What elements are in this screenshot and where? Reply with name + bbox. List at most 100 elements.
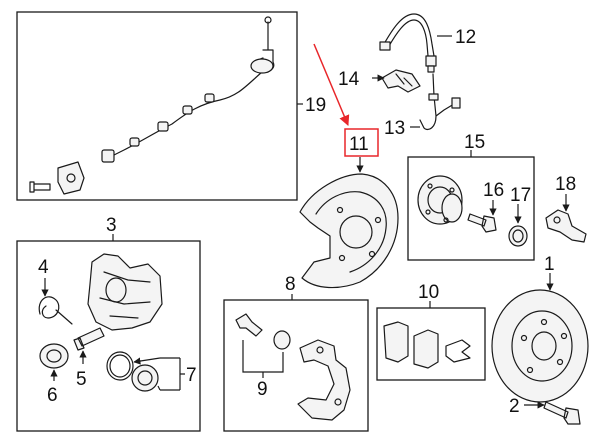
hub-stud-2 [425, 209, 431, 215]
speed-sensor-body [545, 209, 587, 243]
piston-boot-6 [39, 343, 69, 369]
hose-bracket-fold [395, 73, 413, 87]
group-3-caliper: 3 4 6 5 7 [16, 215, 201, 432]
piston-seal-7 [106, 351, 134, 381]
part-2-rotor-screw: 2 [509, 396, 581, 425]
part-14-hose-bracket: 14 [338, 69, 421, 93]
callout-19: 19 [305, 95, 326, 116]
rotor-stud-hole-2 [560, 332, 568, 340]
dust-shield-plate [299, 173, 399, 289]
callout-1: 1 [544, 254, 555, 275]
brake-line [419, 73, 455, 131]
rotor-disc [491, 289, 589, 403]
rotor-stud-hole-5 [520, 334, 528, 342]
harness-end-plug [101, 149, 115, 163]
hub-bolt-16 [467, 213, 497, 233]
harness-grommet [250, 58, 274, 74]
callout-5: 5 [76, 369, 87, 390]
part-12-brake-hose: 12 [379, 13, 476, 73]
dust-shield-hole-1 [336, 206, 344, 214]
abs-sensor-hole [66, 173, 76, 183]
rotor-screw [543, 401, 581, 425]
hub-bearing-body [441, 193, 463, 223]
part-18-wheel-speed-sensor: 18 [545, 174, 587, 243]
support-bracket-hole-1 [334, 398, 342, 406]
guide-pin-boot-9b [273, 330, 291, 350]
callout-9: 9 [257, 379, 268, 400]
callout-7: 7 [186, 365, 197, 386]
rotor-stud-hole-4 [526, 366, 534, 374]
callout-10: 10 [418, 282, 439, 303]
callout-4: 4 [38, 257, 49, 278]
callout-3: 3 [106, 215, 117, 236]
brake-hose [383, 13, 435, 57]
callout-8: 8 [285, 274, 296, 295]
group-15-hub-bearing: 15 16 17 [407, 132, 535, 261]
piston-boot-inner [46, 349, 62, 363]
callout-12: 12 [455, 27, 476, 48]
callout-11-highlight-box [344, 128, 379, 157]
rotor-stud-hole-1 [540, 318, 548, 326]
dust-cap-inner [512, 229, 524, 243]
dust-shield-hole-4 [338, 254, 346, 262]
harness-connector-tip [264, 16, 272, 24]
brake-line-fitting [451, 97, 461, 109]
red-pointer-arrow [313, 43, 350, 126]
leader-9-bracket [242, 340, 284, 378]
hose-fitting-bottom [425, 55, 437, 67]
hose-fitting-nut [427, 65, 435, 73]
leader-7-piston [157, 385, 161, 391]
harness-clip-2 [182, 105, 193, 115]
caliper-detail [99, 271, 151, 319]
rotor-hat [511, 310, 573, 382]
callout-16: 16 [483, 180, 504, 201]
support-bracket-hole-2 [316, 346, 324, 354]
callout-6: 6 [47, 385, 58, 406]
brake-hose-outer [388, 19, 429, 57]
dust-cap-17 [508, 225, 528, 247]
harness-clip-1 [204, 93, 215, 103]
hose-fitting-top [379, 41, 391, 51]
caliper-piston-bore [105, 277, 127, 303]
part-13-brake-line: 13 [384, 73, 461, 139]
dust-shield-hole-3 [368, 250, 376, 258]
dust-shield-hub-opening [339, 215, 373, 249]
caliper-support-bracket [297, 339, 351, 421]
brake-pad-inner [383, 321, 409, 363]
group-19-box [16, 11, 298, 201]
abs-sensor-bolt [29, 181, 51, 193]
harness-clip-4 [129, 137, 140, 147]
leader-7-bracket [160, 357, 185, 391]
callout-11: 11 [349, 134, 369, 155]
hub-stud-3 [443, 217, 449, 223]
group-8-caliper-support: 8 9 [223, 274, 369, 432]
rotor-center-bore [531, 331, 557, 361]
hub-stud-1 [427, 183, 433, 189]
callout-15: 15 [464, 132, 485, 153]
dust-shield-hole-2 [374, 216, 382, 224]
group-19-abs-sensor-harness: 19 [16, 11, 326, 201]
part-1-brake-rotor: 1 [491, 254, 589, 403]
group-8-box [223, 299, 369, 432]
caliper-spring-4 [38, 296, 73, 325]
bleeder-screw-5 [73, 327, 105, 351]
speed-sensor-hole [553, 216, 561, 224]
harness-clip-3 [157, 121, 169, 132]
leader-7-seal [133, 357, 161, 365]
callout-18: 18 [555, 174, 576, 195]
caliper-piston-face [137, 370, 153, 386]
brake-pad-outer [413, 329, 439, 369]
group-10-brake-pads: 10 [376, 282, 486, 381]
group-11-dust-shield: 11 [299, 43, 399, 289]
guide-pin-9a [235, 313, 263, 337]
hub-stud-4 [449, 187, 455, 193]
callout-14: 14 [338, 69, 360, 90]
rotor-stud-hole-3 [556, 358, 564, 366]
callout-2: 2 [509, 396, 520, 417]
caliper-body [87, 253, 163, 331]
callout-17: 17 [510, 185, 531, 206]
brake-line-clip [428, 93, 439, 101]
group-10-box [376, 307, 486, 381]
caliper-piston-7 [131, 364, 159, 392]
